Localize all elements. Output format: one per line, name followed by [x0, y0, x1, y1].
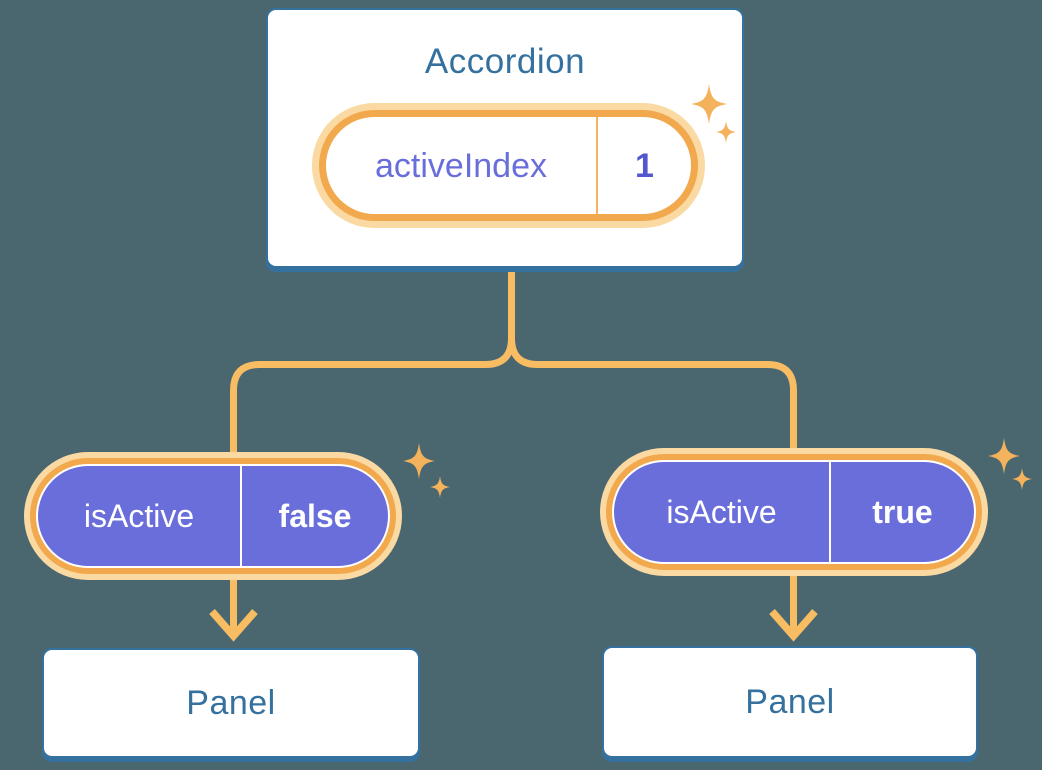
pill-divider [596, 117, 598, 214]
sparkle-icon [988, 438, 1020, 474]
arrow-down-icon [209, 609, 258, 642]
sparkle-icon [430, 476, 450, 498]
pill-divider [829, 462, 831, 562]
panel-label-right: Panel [745, 682, 835, 721]
state-pill: activeIndex 1 [312, 103, 705, 228]
prop-name-right: isActive [666, 494, 777, 530]
state-name: activeIndex [375, 146, 547, 185]
state-pill-ring: activeIndex 1 [319, 110, 698, 221]
arrow-down-icon [769, 609, 818, 642]
prop-pill-right: isActive true [600, 448, 988, 576]
prop-value-right: true [872, 494, 933, 530]
prop-pill-right-ring: isActive true [606, 454, 982, 570]
panel-card-left: Panel [42, 648, 420, 758]
prop-value-left: false [278, 498, 352, 534]
prop-pill-left-ring: isActive false [30, 458, 396, 574]
panel-label-left: Panel [186, 683, 276, 722]
state-value: 1 [635, 146, 654, 185]
accordion-title: Accordion [424, 42, 586, 81]
sparkle-icon [1012, 468, 1032, 490]
sparkle-icon [403, 443, 435, 479]
prop-pill-left: isActive false [24, 452, 402, 580]
panel-card-right: Panel [602, 646, 978, 758]
prop-name-left: isActive [83, 498, 195, 534]
